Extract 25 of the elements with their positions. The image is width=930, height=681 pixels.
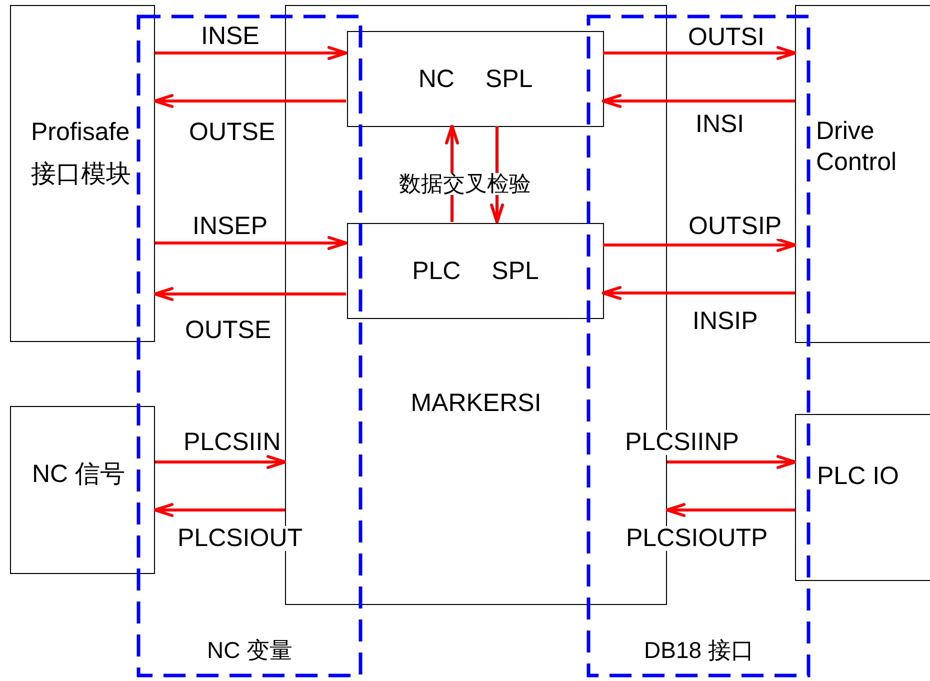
edge-label: PLCSIOUT xyxy=(176,526,304,550)
arrow xyxy=(155,455,286,469)
arrow xyxy=(155,236,348,250)
arrow xyxy=(602,94,795,108)
process-box: PLC SPL xyxy=(347,223,604,319)
arrow xyxy=(603,238,796,252)
process-box: Profisafe 接口模块 xyxy=(10,5,155,342)
process-box: Drive Control xyxy=(795,5,930,343)
edge-label: PLCSIOUTP xyxy=(625,526,769,550)
region-label: NC 变量 xyxy=(206,638,294,662)
edge-label: OUTSIP xyxy=(688,214,783,238)
process-box: PLC IO xyxy=(795,414,930,581)
arrow xyxy=(602,286,795,300)
edge-label: PLCSIINP xyxy=(624,430,740,454)
arrow xyxy=(155,46,348,60)
block-title: MARKERSI xyxy=(410,388,542,418)
arrow xyxy=(154,94,346,108)
arrow xyxy=(154,287,346,301)
arrow xyxy=(154,503,285,517)
process-box: NC 信号 xyxy=(10,406,155,574)
process-box: NC SPL xyxy=(347,31,604,127)
arrow xyxy=(667,455,796,469)
check-label: 数据交叉检验 xyxy=(398,173,532,195)
arrow xyxy=(666,503,795,517)
arrow xyxy=(603,46,796,60)
